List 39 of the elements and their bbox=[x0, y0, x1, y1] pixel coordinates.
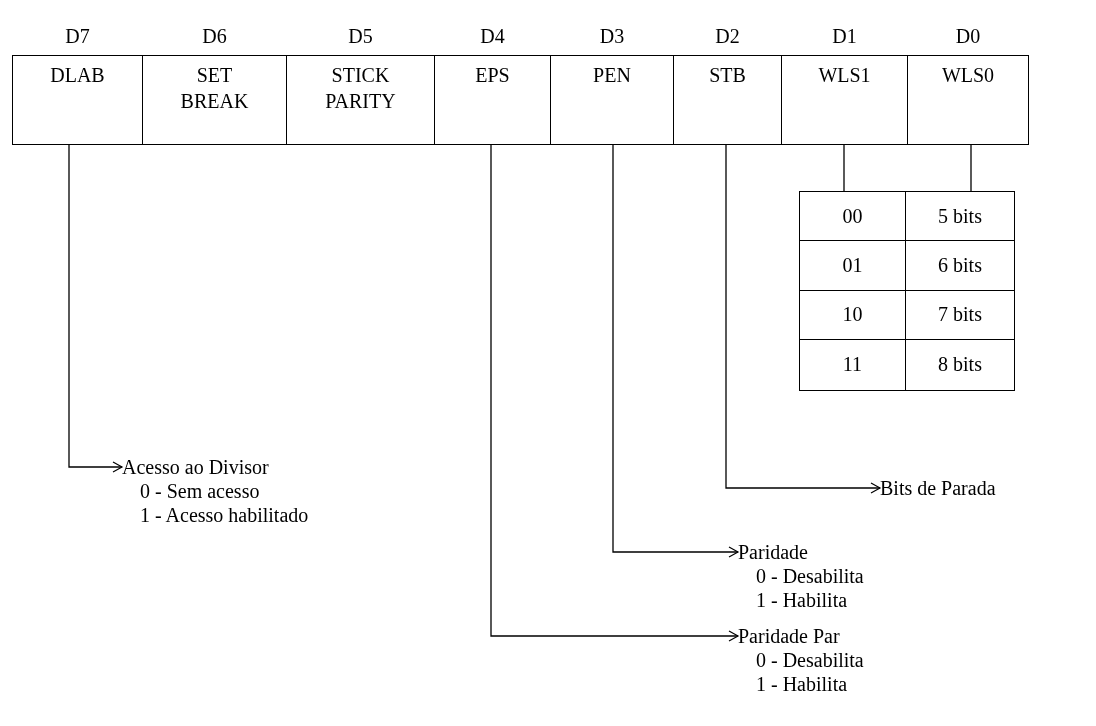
table-column bbox=[905, 191, 1015, 391]
table-cell: 7 bits bbox=[906, 290, 1014, 340]
bit-field-cell: WLS1 bbox=[781, 55, 908, 145]
bit-number: D3 bbox=[598, 25, 626, 47]
bit-field-cell: WLS0 bbox=[907, 55, 1029, 145]
option-text: 0 - Desabilita bbox=[755, 564, 864, 588]
bit-number: D2 bbox=[714, 25, 741, 47]
bit-field-cell: STICK PARITY bbox=[286, 55, 435, 145]
bit-field-cell: STB bbox=[673, 55, 782, 145]
bit-field-cell: DLAB bbox=[12, 55, 143, 145]
arrow bbox=[490, 144, 739, 642]
bit-field-cell: PEN bbox=[550, 55, 674, 145]
arrow bbox=[725, 144, 881, 494]
description-heading: Paridade bbox=[738, 540, 809, 564]
description-heading: Acesso ao Divisor bbox=[122, 455, 270, 479]
option-text: 1 - Habilita bbox=[755, 672, 849, 696]
table-cell: 5 bits bbox=[906, 192, 1014, 242]
option-text: 0 - Desabilita bbox=[755, 648, 864, 672]
table-cell: 6 bits bbox=[906, 241, 1014, 291]
description-heading: Bits de Parada bbox=[880, 476, 996, 500]
arrow bbox=[68, 144, 123, 473]
bit-number: D6 bbox=[201, 25, 228, 47]
option-text: 1 - Habilita bbox=[755, 588, 849, 612]
bit-number: D1 bbox=[831, 25, 858, 47]
table-column bbox=[799, 191, 906, 391]
bit-number: D7 bbox=[64, 25, 91, 47]
option-text: 0 - Sem acesso bbox=[139, 479, 261, 503]
description-heading: Paridade Par bbox=[738, 624, 841, 648]
table-cell-text: 11 bbox=[841, 351, 864, 377]
connector-line bbox=[970, 144, 972, 192]
bit-field-cell: EPS bbox=[434, 55, 551, 145]
table-cell-text: 8 bits bbox=[937, 351, 983, 377]
connector-line bbox=[843, 144, 845, 192]
bit-number: D5 bbox=[347, 25, 374, 47]
option-text: 1 - Acesso habilitado bbox=[139, 503, 309, 527]
arrow bbox=[612, 144, 739, 558]
bit-field-cell: SET BREAK bbox=[142, 55, 287, 145]
bit-number: D0 bbox=[954, 25, 982, 47]
bit-number: D4 bbox=[479, 25, 506, 47]
